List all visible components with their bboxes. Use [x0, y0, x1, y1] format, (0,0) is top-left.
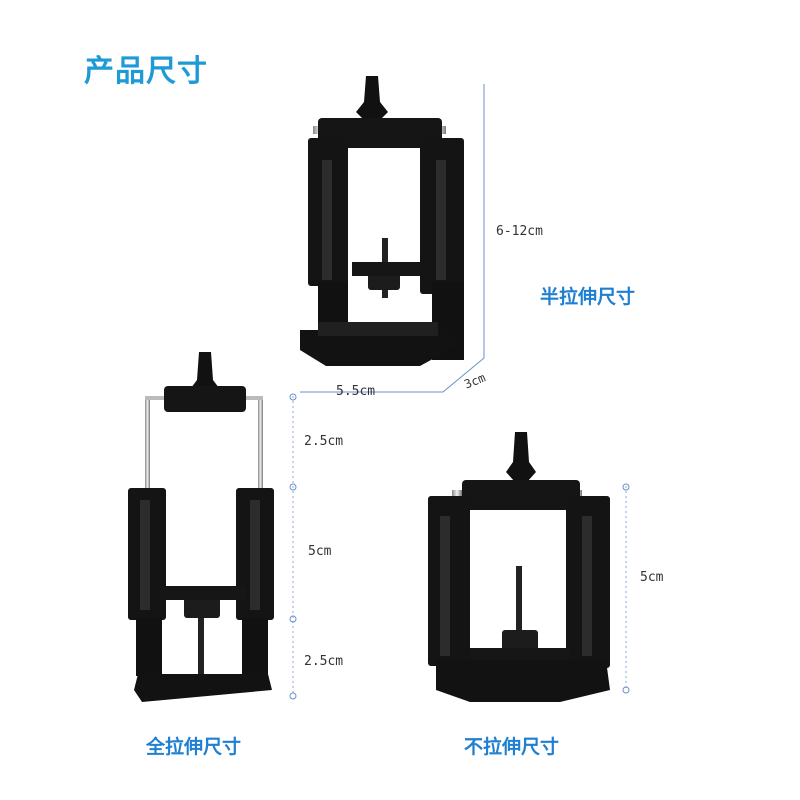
clamp-half-extended [300, 76, 485, 393]
caption-full-extended: 全拉伸尺寸 [146, 736, 242, 758]
none-height-label: 5cm [640, 570, 664, 585]
half-width-label: 5.5cm [336, 384, 376, 399]
full-middle-label: 5cm [308, 544, 332, 559]
full-bottom-label: 2.5cm [304, 654, 344, 669]
none-dimension-lines [622, 483, 630, 694]
page-title: 产品尺寸 [84, 54, 208, 89]
half-dimension-lines [300, 84, 485, 393]
clamp-full-extended [128, 352, 274, 702]
caption-not-extended: 不拉伸尺寸 [464, 736, 560, 758]
clamp-not-extended [428, 432, 610, 702]
half-height-label: 6-12cm [496, 224, 543, 239]
full-top-label: 2.5cm [304, 434, 344, 449]
caption-half-extended: 半拉伸尺寸 [540, 286, 636, 308]
full-dimension-lines [289, 393, 297, 700]
